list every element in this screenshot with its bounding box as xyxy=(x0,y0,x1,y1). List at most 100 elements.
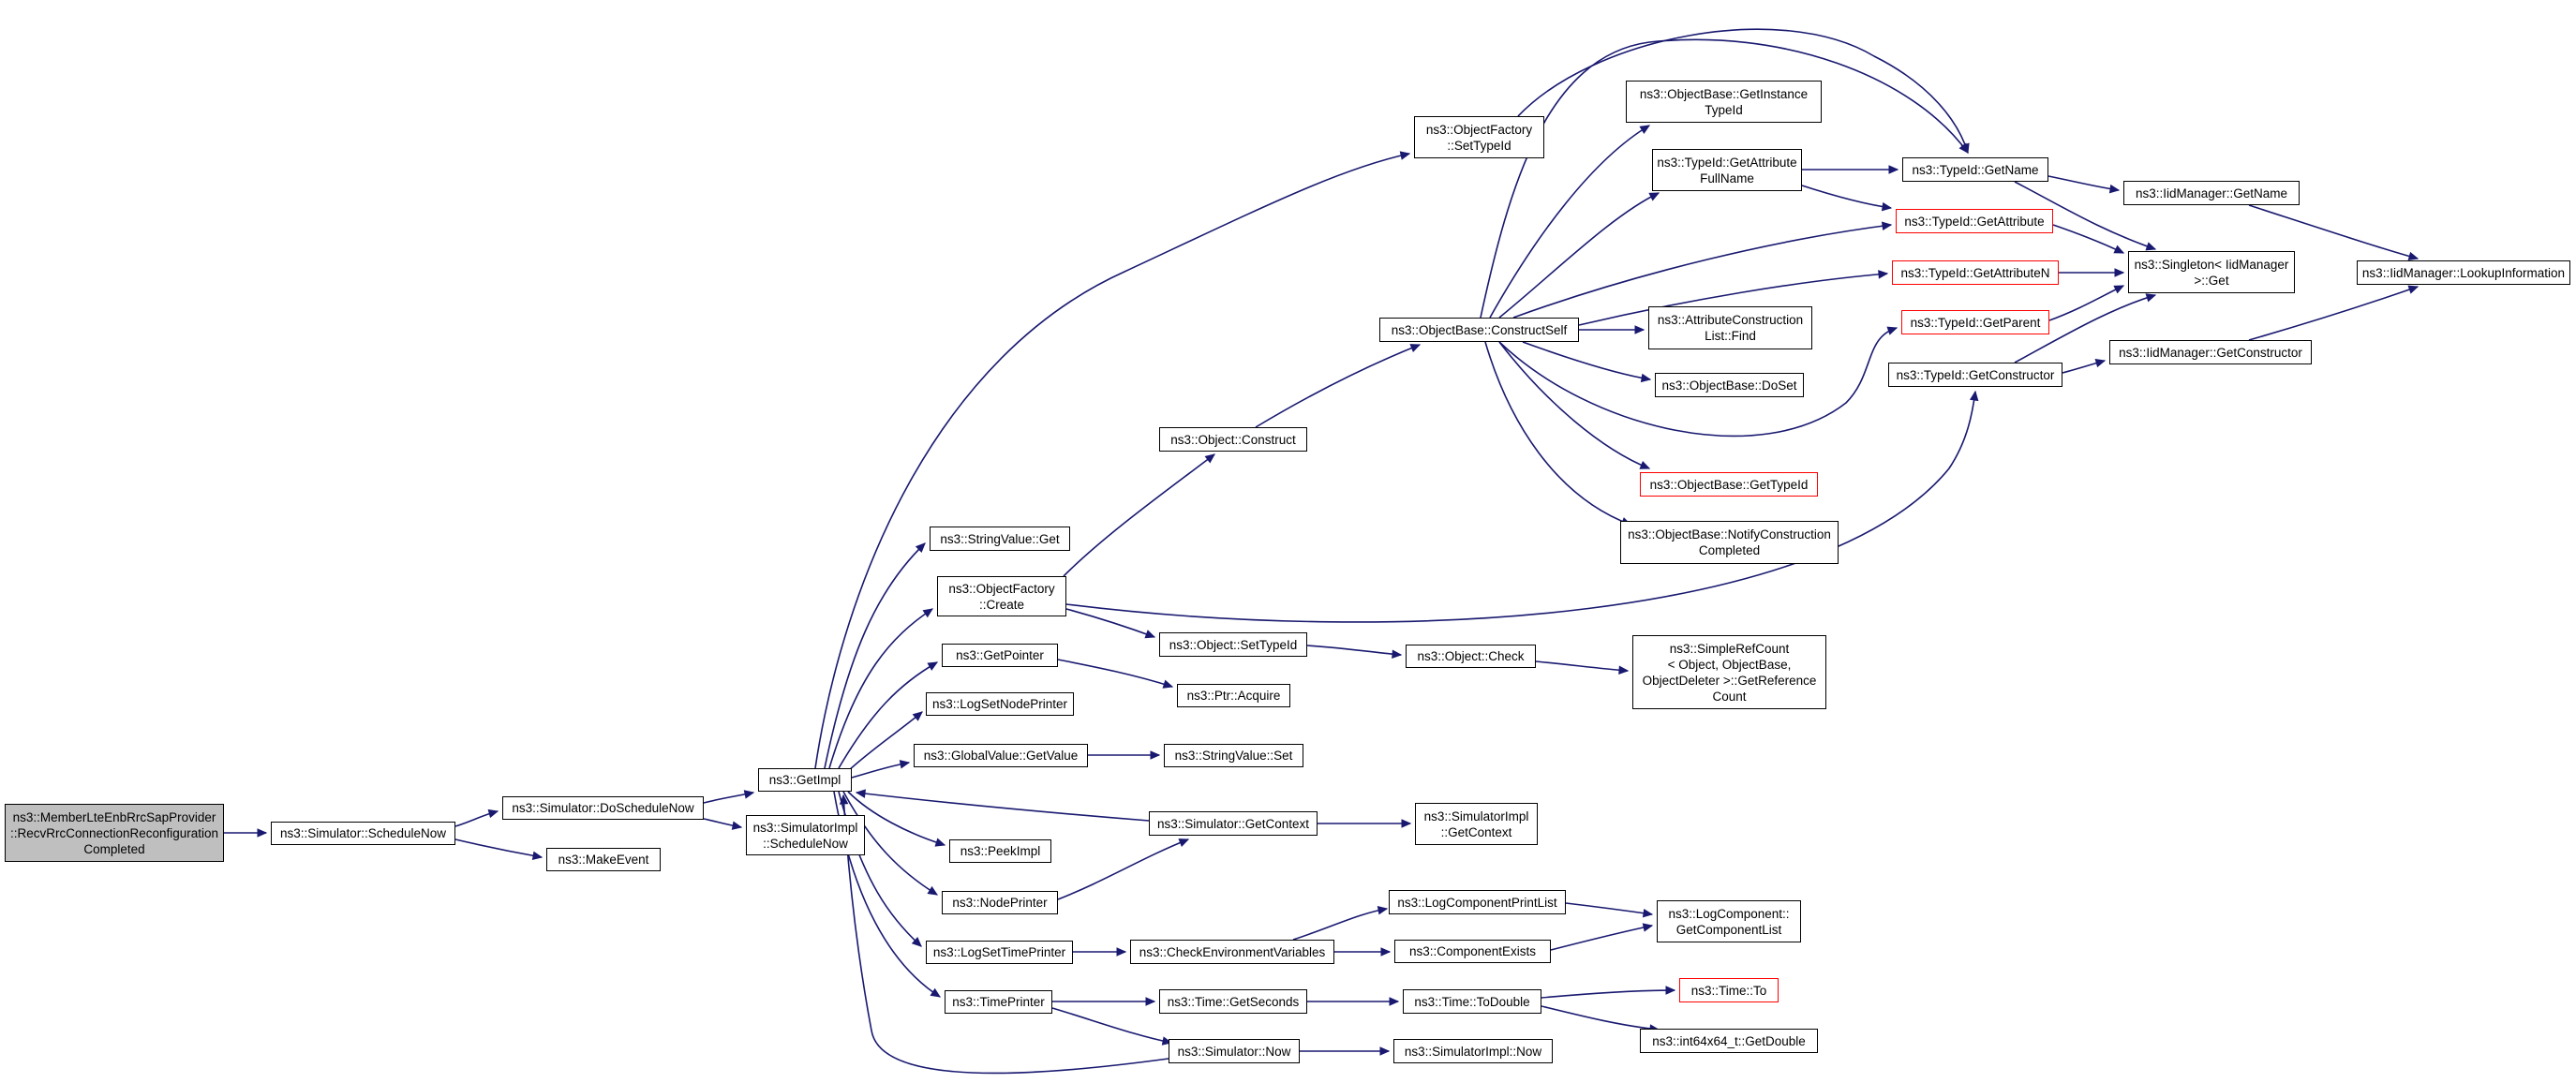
e-iidmanagergetname-lookupinformation xyxy=(2248,204,2419,260)
e-schedulenow-doschedulenow-arrowhead xyxy=(487,809,499,819)
node-int64x64-getdouble[interactable]: ns3::int64x64_t::GetDouble xyxy=(1640,1029,1818,1053)
node-do-schedule-now[interactable]: ns3::Simulator::DoScheduleNow xyxy=(502,796,704,820)
e-constructself-getinstancetypeid xyxy=(1489,125,1650,319)
node-simplerefcount-getreferencecount[interactable]: ns3::SimpleRefCount < Object, ObjectBase… xyxy=(1632,635,1826,709)
node-objectfactory-settypeid[interactable]: ns3::ObjectFactory ::SetTypeId xyxy=(1414,116,1544,158)
e-timetodouble-int64getdouble xyxy=(1541,1005,1660,1031)
e-doschedulenow-getimpl-arrowhead xyxy=(743,790,755,799)
node-peek-impl[interactable]: ns3::PeekImpl xyxy=(949,839,1051,863)
node-ptr-acquire[interactable]: ns3::Ptr::Acquire xyxy=(1177,684,1290,707)
node-time-getseconds[interactable]: ns3::Time::GetSeconds xyxy=(1159,989,1307,1014)
e-getattributefullname-typeidgetname-arrowhead xyxy=(1888,165,1899,174)
node-log-component-print-list[interactable]: ns3::LogComponentPrintList xyxy=(1389,890,1566,914)
e-typeidgetparent-singletonget xyxy=(2048,285,2124,321)
e-getpointer-ptracquire-arrowhead xyxy=(1162,679,1174,689)
e-constructself-objectbasegettypeid-arrowhead xyxy=(1639,460,1651,469)
e-typeidgetparent-singletonget-arrowhead xyxy=(2113,285,2125,294)
node-node-printer[interactable]: ns3::NodePrinter xyxy=(942,891,1058,914)
node-typeid-getattributefullname[interactable]: ns3::TypeId::GetAttribute FullName xyxy=(1652,149,1802,191)
e-checkenv-logcomponentprintlist-arrowhead xyxy=(1377,905,1389,915)
node-time-printer[interactable]: ns3::TimePrinter xyxy=(945,990,1052,1014)
node-stringvalue-set[interactable]: ns3::StringValue::Set xyxy=(1164,744,1303,767)
node-typeid-getattribute[interactable]: ns3::TypeId::GetAttribute xyxy=(1896,209,2053,233)
node-typeid-getconstructor[interactable]: ns3::TypeId::GetConstructor xyxy=(1888,363,2062,387)
e-getimpl-peekimpl xyxy=(847,791,946,846)
e-constructself-notifyconstruction xyxy=(1484,341,1631,526)
e-componentexists-getlist xyxy=(1550,925,1653,951)
node-stringvalue-get[interactable]: ns3::StringValue::Get xyxy=(930,527,1070,551)
e-objectfactorycreate-typeidgetconstructor-arrowhead xyxy=(1969,390,1979,402)
node-log-set-time-printer[interactable]: ns3::LogSetTimePrinter xyxy=(926,941,1073,964)
e-simulatorgetcontext-getimpl-arrowhead xyxy=(855,789,866,798)
e-doschedulenow-simimplschedulenow-arrowhead xyxy=(731,821,743,830)
e-objectcheck-simplerefcount-arrowhead xyxy=(1618,665,1630,675)
node-objectbase-notifyconstructioncompleted[interactable]: ns3::ObjectBase::NotifyConstruction Comp… xyxy=(1620,521,1839,564)
node-object-construct[interactable]: ns3::Object::Construct xyxy=(1159,427,1307,452)
e-logsettimeprinter-checkenv-arrowhead xyxy=(1116,947,1127,957)
node-simulator-now[interactable]: ns3::Simulator::Now xyxy=(1169,1039,1300,1063)
e-iidmanagergetname-lookupinformation-arrowhead xyxy=(2407,251,2420,261)
e-timeprinter-simulatornow xyxy=(1051,1007,1172,1044)
e-constructself-objectbasedoset-arrowhead xyxy=(1640,373,1652,383)
node-objectbase-gettypeid[interactable]: ns3::ObjectBase::GetTypeId xyxy=(1640,472,1818,497)
node-object-settypeid[interactable]: ns3::Object::SetTypeId xyxy=(1159,632,1307,657)
node-get-impl[interactable]: ns3::GetImpl xyxy=(758,768,852,792)
node-singleton-iidmanager-get[interactable]: ns3::Singleton< IidManager >::Get xyxy=(2128,251,2295,293)
e-getimpl-timeprinter-arrowhead xyxy=(930,987,942,998)
e-timetodouble-timeto xyxy=(1541,989,1675,999)
e-objectconstruct-constructself-arrowhead xyxy=(1409,344,1422,352)
node-simulatorimpl-getcontext[interactable]: ns3::SimulatorImpl ::GetContext xyxy=(1415,803,1538,845)
e-constructself-typeidgetattribute-arrowhead xyxy=(1881,221,1893,230)
e-checkenv-logcomponentprintlist xyxy=(1292,908,1388,941)
node-schedule-now[interactable]: ns3::Simulator::ScheduleNow xyxy=(271,822,455,845)
node-iidmanager-lookupinformation[interactable]: ns3::IidManager::LookupInformation xyxy=(2357,260,2570,285)
node-typeid-getname[interactable]: ns3::TypeId::GetName xyxy=(1902,157,2048,182)
node-globalvalue-getvalue[interactable]: ns3::GlobalValue::GetValue xyxy=(914,744,1088,767)
node-time-todouble[interactable]: ns3::Time::ToDouble xyxy=(1403,989,1541,1014)
e-objectfactorycreate-objectsettypeid xyxy=(1065,608,1155,638)
node-check-environment-variables[interactable]: ns3::CheckEnvironmentVariables xyxy=(1130,940,1334,964)
node-iidmanager-getconstructor[interactable]: ns3::IidManager::GetConstructor xyxy=(2109,340,2312,364)
node-time-to[interactable]: ns3::Time::To xyxy=(1679,978,1779,1002)
e-typeidgetname-singletonget xyxy=(2014,181,2156,250)
node-objectfactory-create[interactable]: ns3::ObjectFactory ::Create xyxy=(937,576,1066,616)
e-checkenv-componentexists-arrowhead xyxy=(1380,947,1392,957)
node-typeid-getattributen[interactable]: ns3::TypeId::GetAttributeN xyxy=(1892,260,2059,285)
node-make-event[interactable]: ns3::MakeEvent xyxy=(546,848,661,871)
node-simulatorimpl-schedule-now[interactable]: ns3::SimulatorImpl ::ScheduleNow xyxy=(746,815,865,855)
e-typeidgetattribute-singletonget xyxy=(2052,224,2124,254)
e-getimpl-objectfactorycreate xyxy=(828,608,933,769)
e-logcomponentprintlist-getlist xyxy=(1565,902,1653,915)
e-objectfactorycreate-objectconstruct-arrowhead xyxy=(1204,453,1215,464)
e-getimpl-objectfactorysettypeid xyxy=(814,153,1410,769)
e-componentexists-getlist-arrowhead xyxy=(1642,923,1654,932)
node-typeid-getparent[interactable]: ns3::TypeId::GetParent xyxy=(1901,310,2049,334)
node-logcomponent-getcomponentlist[interactable]: ns3::LogComponent:: GetComponentList xyxy=(1657,900,1801,942)
e-simulatornow-getimpl-arrowhead xyxy=(839,794,849,805)
node-attribute-construction-list-find[interactable]: ns3::AttributeConstruction List::Find xyxy=(1648,306,1812,349)
e-constructself-typeidgetattributen xyxy=(1578,273,1888,326)
e-constructself-objectbasedoset xyxy=(1522,341,1651,380)
e-schedulenow-makeevent-arrowhead xyxy=(531,851,543,861)
e-getimpl-globalvaluegetvalue-arrowhead xyxy=(899,760,911,769)
node-objectbase-doset[interactable]: ns3::ObjectBase::DoSet xyxy=(1655,373,1804,397)
e-typeidgetconstructor-iidmanagergetconstructor-arrowhead xyxy=(2094,358,2107,368)
node-log-set-node-printer[interactable]: ns3::LogSetNodePrinter xyxy=(926,692,1074,716)
e-getimpl-stringvalueget xyxy=(824,542,926,769)
node-iidmanager-getname[interactable]: ns3::IidManager::GetName xyxy=(2123,181,2300,205)
e-objectsettypeid-objectcheck xyxy=(1306,645,1402,656)
e-objectfactorycreate-typeidgetconstructor xyxy=(1065,391,1976,623)
node-objectbase-constructself[interactable]: ns3::ObjectBase::ConstructSelf xyxy=(1379,318,1579,342)
node-get-pointer[interactable]: ns3::GetPointer xyxy=(942,644,1058,667)
node-simulator-getcontext[interactable]: ns3::Simulator::GetContext xyxy=(1149,811,1318,836)
e-getimpl-getpointer xyxy=(838,661,938,769)
node-object-check[interactable]: ns3::Object::Check xyxy=(1406,645,1536,668)
node-simulatorimpl-now[interactable]: ns3::SimulatorImpl::Now xyxy=(1393,1039,1553,1063)
node-component-exists[interactable]: ns3::ComponentExists xyxy=(1394,940,1551,963)
e-constructself-typeidgetparent xyxy=(1498,327,1898,438)
node-objectbase-getinstancetypeid[interactable]: ns3::ObjectBase::GetInstance TypeId xyxy=(1626,81,1822,123)
e-iidmanagergetconstructor-lookupinformation xyxy=(2248,286,2419,341)
e-constructself-typeidgetattributen-arrowhead xyxy=(1878,270,1889,279)
node-root: ns3::MemberLteEnbRrcSapProvider ::RecvRr… xyxy=(5,804,224,862)
